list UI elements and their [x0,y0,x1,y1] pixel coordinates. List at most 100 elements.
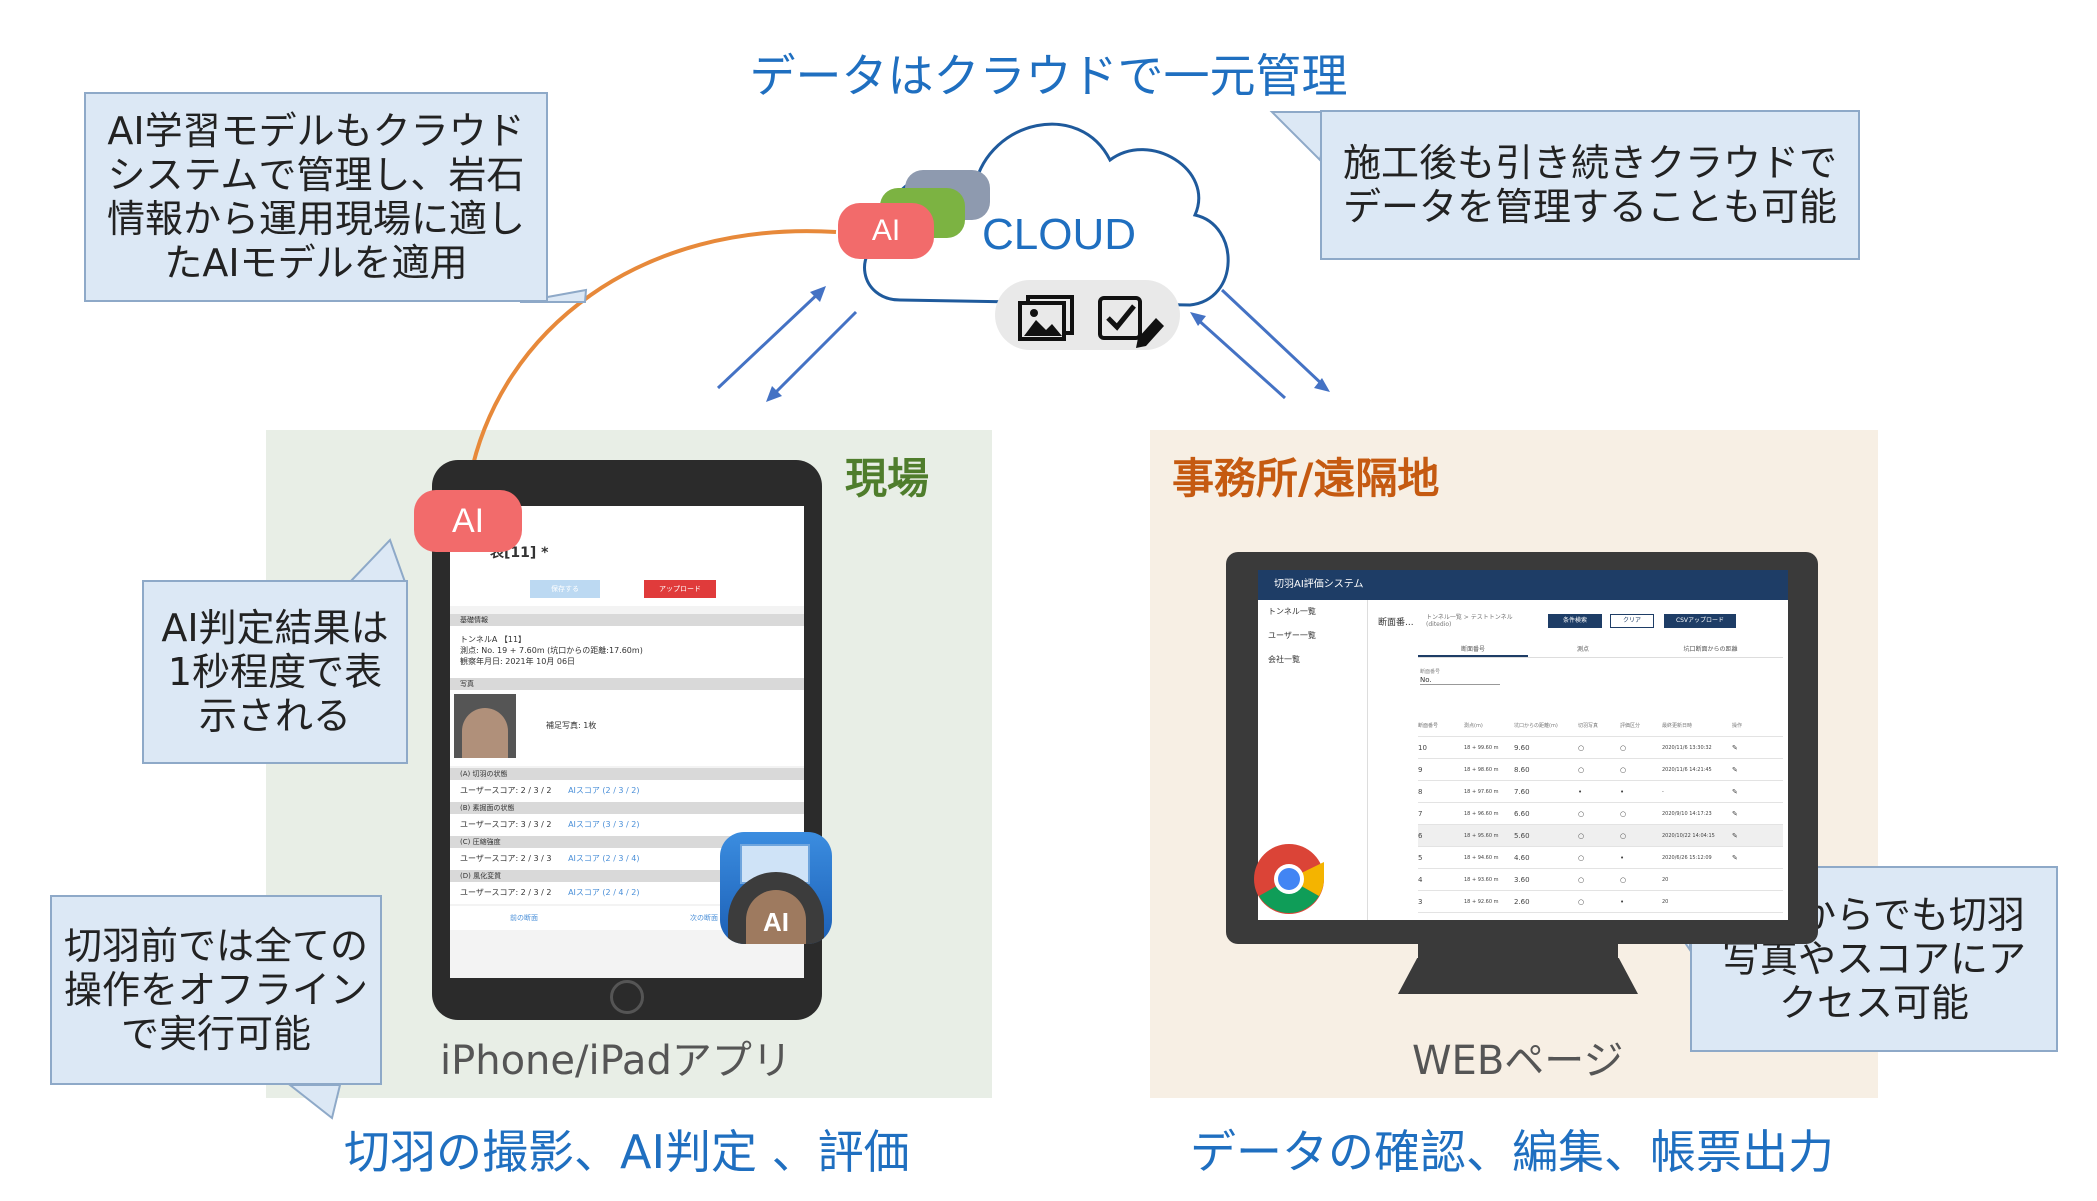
web-page-title: 断面番... [1378,618,1414,628]
nav-tunnel-list[interactable]: トンネル一覧 [1268,607,1316,616]
callout-line: で実行可能 [120,1012,311,1056]
user-score: ユーザースコア: 2 / 3 / 2 [460,786,552,795]
sync-arrow-up-right [1194,316,1287,400]
checklist-edit-icon [1098,296,1164,348]
search-button[interactable]: 条件検索 [1548,614,1602,628]
user-score: ユーザースコア: 2 / 3 / 3 [460,854,552,863]
image-gallery-icon [1018,295,1074,341]
callout-tail-ai-result [347,538,407,583]
web-table: 断面番号 測点(m) 坑口からの距離(m) 切羽写真 評価区分 最終更新日時 操… [1418,715,1783,913]
callout-ai-result: AI判定結果は 1秒程度で表 示される [142,580,408,764]
callout-line: クセス可能 [1778,981,1969,1025]
app-title: 表[11] * [490,545,549,561]
photo-row[interactable]: 補足写真: 1枚 [450,690,804,766]
table-header: 断面番号 測点(m) 坑口からの距離(m) 切羽写真 評価区分 最終更新日時 操… [1418,715,1783,737]
nav-user-list[interactable]: ユーザー一覧 [1268,631,1316,640]
site-bottom-caption: 切羽の撮影、AI判定 、評価 [344,1125,910,1179]
callout-line: 写真やスコアにア [1721,937,2026,981]
tab-station[interactable]: 測点 [1576,646,1589,653]
tablet-ai-badge: AI [414,490,522,552]
ai-deploy-arrow [468,229,837,479]
filter-label: 断面番号 [1420,669,1441,675]
callout-line: たAIモデルを適用 [164,241,468,285]
callout-line: 1秒程度で表 [167,650,383,694]
next-section-link[interactable]: 次の断面 [690,914,718,922]
csv-upload-button[interactable]: CSVアップロード [1664,614,1736,628]
page-title: データはクラウドで一元管理 [749,49,1348,103]
prev-section-link[interactable]: 前の断面 [510,914,538,922]
app-icon-label: AI [746,890,806,944]
score-row[interactable]: ユーザースコア: 2 / 3 / 2 AIスコア (2 / 3 / 2) [450,780,804,802]
office-label: 事務所/遠隔地 [1172,454,1440,503]
info-line: 観察年月日: 2021年 10月 06日 [460,657,576,666]
breadcrumb: トンネル一覧 > テストトンネル (ditedio) [1426,614,1513,628]
callout-line: 示される [198,694,351,738]
sync-arrow-up-left [716,288,824,390]
sync-arrow-down-left [770,310,858,398]
filter-input[interactable]: No. [1420,676,1500,685]
monitor-screen: 切羽AI評価システム トンネル一覧 ユーザー一覧 会社一覧 断面番... トンネ… [1258,570,1788,920]
chrome-icon [1254,844,1324,914]
user-score: ユーザースコア: 2 / 3 / 2 [460,888,552,897]
callout-line: 切羽前では全ての [63,924,368,968]
score-row[interactable]: ユーザースコア: 3 / 3 / 2 AIスコア (3 / 3 / 2) [450,814,804,836]
cloud-ai-badge: AI [838,203,934,259]
callout-offline: 切羽前では全ての 操作をオフライン で実行可能 [50,895,382,1085]
user-score: ユーザースコア: 3 / 3 / 2 [460,820,552,829]
nav-company-list[interactable]: 会社一覧 [1268,655,1300,664]
save-button[interactable]: 保存する [530,580,600,598]
section-head: 基礎情報 [450,614,804,626]
ai-score: AIスコア (3 / 3 / 2) [568,820,640,829]
monitor-stand [1398,958,1638,994]
callout-line: AI判定結果は [161,606,389,650]
clear-button[interactable]: クリア [1610,614,1654,628]
callout-ai-model: AI学習モデルもクラウド システムで管理し、岩石 情報から運用現場に適し たAI… [84,92,548,302]
info-line: 測点: No. 19 + 7.60m (坑口からの距離:17.60m) [460,646,643,655]
basic-info-row[interactable]: トンネルA 【11】 測点: No. 19 + 7.60m (坑口からの距離:1… [450,626,804,678]
edit-icon: ✎ [1732,743,1738,752]
callout-after-construction: 施工後も引き続きクラウドで データを管理することも可能 [1320,110,1860,260]
callout-line: 施工後も引き続きクラウドで [1342,141,1837,185]
office-device-caption: WEBページ [1412,1038,1624,1084]
section-head: (B) 素掘面の状態 [450,802,804,814]
tab-distance[interactable]: 坑口断面からの距離 [1683,646,1738,653]
edit-icon: ✎ [1732,809,1738,818]
edit-icon: ✎ [1732,765,1738,774]
tunnel-photo [454,694,516,758]
web-app-title: 切羽AI評価システム [1274,579,1364,590]
section-head: 写真 [450,678,804,690]
site-label: 現場 [845,454,930,503]
web-header: 切羽AI評価システム [1258,570,1788,600]
web-sidebar: トンネル一覧 ユーザー一覧 会社一覧 [1258,600,1368,920]
cloud-label: CLOUD [982,210,1137,259]
callout-line: 操作をオフライン [63,968,368,1012]
office-bottom-caption: データの確認、編集、帳票出力 [1190,1125,1834,1179]
callout-line: AI学習モデルもクラウド [107,109,525,153]
ai-score: AIスコア (2 / 3 / 2) [568,786,640,795]
callout-line: 情報から運用現場に適し [106,197,525,241]
tab-section-number[interactable]: 断面番号 [1418,644,1528,657]
edit-icon: ✎ [1732,831,1738,840]
ai-score: AIスコア (2 / 4 / 2) [568,888,640,897]
score-row[interactable]: ユーザースコア: 2 / 3 / 3 AIスコア (2 / 3 / 4) [450,848,804,870]
score-row[interactable]: ユーザースコア: 2 / 3 / 2 AIスコア (2 / 4 / 2) [450,882,804,904]
callout-tail-offline [287,1084,342,1120]
edit-icon: ✎ [1732,853,1738,862]
sync-arrow-down-right [1220,288,1326,388]
callout-line: システムで管理し、岩石 [107,153,525,197]
section-head: (C) 圧縮強度 [450,836,804,848]
app-icon: AI [720,832,832,944]
upload-button[interactable]: アップロード [644,580,716,598]
site-device-caption: iPhone/iPadアプリ [440,1038,792,1084]
ai-score: AIスコア (2 / 3 / 4) [568,854,640,863]
home-button [610,980,644,1014]
